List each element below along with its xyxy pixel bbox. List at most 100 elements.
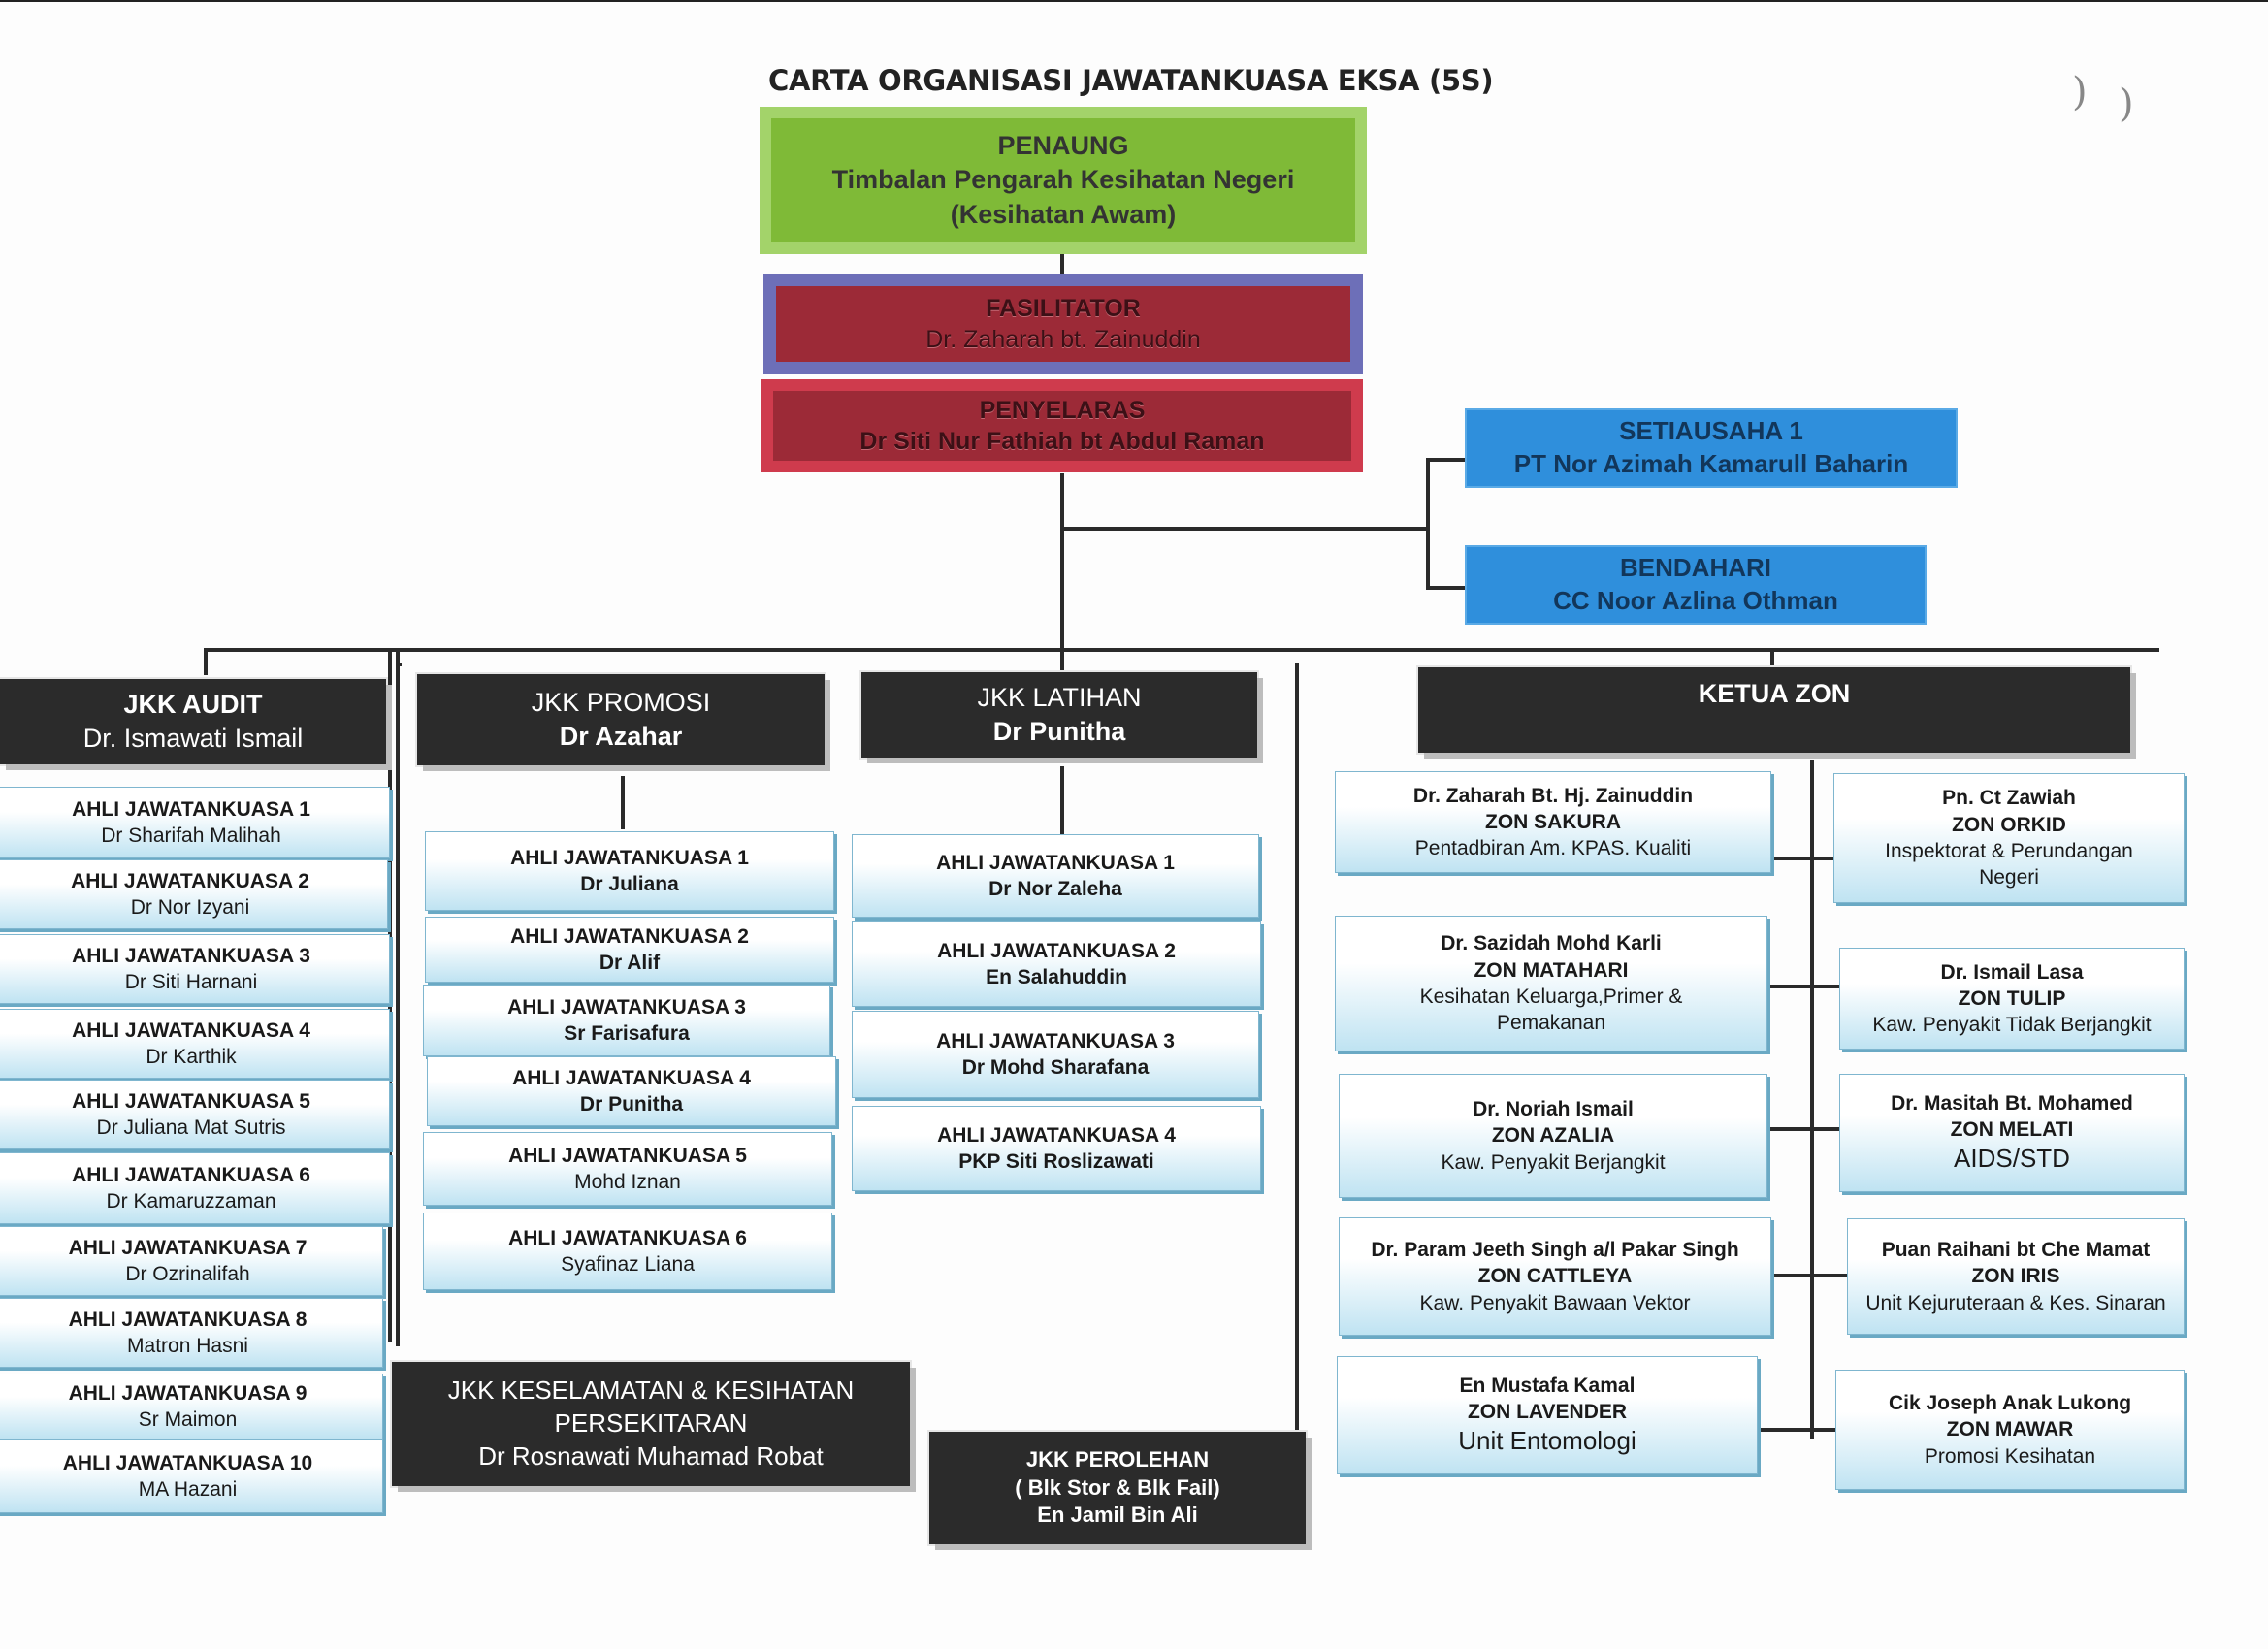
zon-person: Cik Joseph Anak Lukong (1888, 1392, 2132, 1415)
connector-line (388, 648, 392, 1342)
jkk-latihan-head: Dr Punitha (992, 717, 1126, 746)
member-name: Dr Alif (599, 952, 661, 974)
member-role: AHLI JAWATANKUASA 3 (72, 944, 310, 967)
setiausaha-role: SETIAUSAHA 1 (1619, 416, 1803, 446)
member-role: AHLI JAWATANKUASA 1 (72, 797, 310, 821)
jkk-audit-head: Dr. Ismawati Ismail (82, 724, 304, 753)
member-name: Dr Karthik (146, 1046, 237, 1068)
setiausaha-box: SETIAUSAHA 1 PT Nor Azimah Kamarull Baha… (1465, 408, 1958, 488)
connector-line (1060, 254, 1064, 274)
zon-box-matahari: Dr. Sazidah Mohd Karli ZON MATAHARI Kesi… (1335, 916, 1767, 1051)
audit-member: AHLI JAWATANKUASA 7 Dr Ozrinalifah (0, 1226, 383, 1296)
zon-name: ZON MATAHARI (1474, 958, 1629, 982)
connector-line (1295, 663, 1299, 1430)
jkk-keselamatan-line2: PERSEKITARAN (554, 1408, 748, 1439)
zon-person: Dr. Masitah Bt. Mohamed (1891, 1091, 2133, 1115)
zon-unit: Kaw. Penyakit Bawaan Vektor (1419, 1291, 1691, 1314)
member-name: Dr Juliana (580, 873, 679, 895)
promosi-member: AHLI JAWATANKUASA 4 Dr Punitha (427, 1056, 836, 1126)
connector-line (1060, 648, 1064, 675)
penaung-box: PENAUNG Timbalan Pengarah Kesihatan Nege… (760, 107, 1367, 254)
member-name: Dr Ozrinalifah (125, 1263, 250, 1285)
zon-unit-line2: Negeri (1979, 866, 2039, 889)
zon-unit: Kaw. Penyakit Berjangkit (1441, 1150, 1666, 1174)
jkk-audit-box: JKK AUDIT Dr. Ismawati Ismail (0, 679, 386, 764)
zon-name: ZON ORKID (1952, 813, 2066, 836)
connector-line (1770, 648, 1774, 667)
penaung-role: PENAUNG (997, 131, 1129, 161)
member-name: Sr Maimon (138, 1408, 238, 1431)
member-name: Syafinaz Liana (561, 1253, 695, 1276)
jkk-perolehan-head: En Jamil Bin Ali (1037, 1503, 1198, 1528)
member-role: AHLI JAWATANKUASA 3 (507, 995, 746, 1018)
member-role: AHLI JAWATANKUASA 4 (72, 1018, 310, 1042)
member-name: En Salahuddin (986, 966, 1127, 988)
zon-unit: Pentadbiran Am. KPAS. Kualiti (1414, 837, 1692, 860)
zon-name: ZON MAWAR (1946, 1418, 2074, 1441)
zon-person: Dr. Zaharah Bt. Hj. Zainuddin (1412, 784, 1694, 807)
jkk-perolehan-box: JKK PEROLEHAN ( Blk Stor & Blk Fail) En … (929, 1432, 1306, 1544)
member-role: AHLI JAWATANKUASA 4 (937, 1123, 1176, 1147)
member-role: AHLI JAWATANKUASA 5 (508, 1144, 747, 1167)
zon-box-cattleya: Dr. Param Jeeth Singh a/l Pakar Singh ZO… (1339, 1217, 1771, 1336)
audit-member: AHLI JAWATANKUASA 2 Dr Nor Izyani (0, 859, 388, 929)
member-name: Dr Kamaruzzaman (106, 1190, 276, 1212)
main-bus-line (204, 648, 2159, 652)
zon-person: Dr. Param Jeeth Singh a/l Pakar Singh (1371, 1239, 1739, 1262)
member-role: AHLI JAWATANKUASA 9 (68, 1381, 308, 1405)
zon-unit: AIDS/STD (1954, 1144, 2070, 1174)
zon-name: ZON CATTLEYA (1477, 1265, 1633, 1288)
zon-box-mawar: Cik Joseph Anak Lukong ZON MAWAR Promosi… (1835, 1370, 2185, 1490)
zon-person: Dr. Noriah Ismail (1473, 1098, 1634, 1121)
setiausaha-name: PT Nor Azimah Kamarull Baharin (1513, 449, 1909, 478)
member-name: Dr Nor Izyani (130, 896, 250, 919)
zon-person: Dr. Ismail Lasa (1940, 960, 2084, 984)
zon-box-tulip: Dr. Ismail Lasa ZON TULIP Kaw. Penyakit … (1839, 948, 2185, 1050)
zon-unit: Unit Kejuruteraan & Kes. Sinaran (1865, 1291, 2166, 1314)
connector-line (621, 776, 625, 829)
audit-member: AHLI JAWATANKUASA 9 Sr Maimon (0, 1374, 383, 1439)
zon-name: ZON MELATI (1950, 1118, 2074, 1142)
member-role: AHLI JAWATANKUASA 2 (71, 869, 309, 892)
member-name: Mohd Iznan (574, 1171, 681, 1193)
page-border (0, 0, 2268, 2)
jkk-latihan-box: JKK LATIHAN Dr Punitha (861, 672, 1257, 758)
connector-line (1426, 586, 1467, 590)
member-role: AHLI JAWATANKUASA 2 (510, 924, 749, 948)
scan-mark: ) (2072, 70, 2088, 114)
penaung-line1: Timbalan Pengarah Kesihatan Negeri (831, 165, 1295, 195)
zon-box-orkid: Pn. Ct Zawiah ZON ORKID Inspektorat & Pe… (1833, 773, 2185, 903)
member-role: AHLI JAWATANKUASA 4 (512, 1066, 751, 1089)
connector-line (396, 648, 400, 1346)
zon-person: Dr. Sazidah Mohd Karli (1441, 932, 1662, 955)
zon-unit: Kaw. Penyakit Tidak Berjangkit (1872, 1014, 2152, 1037)
zon-name: ZON SAKURA (1485, 810, 1621, 833)
member-name: Dr Mohd Sharafana (961, 1056, 1150, 1079)
fasilitator-name: Dr. Zaharah bt. Zainuddin (925, 326, 1201, 353)
ketua-zon-box: KETUA ZON (1418, 667, 2130, 753)
member-name: Dr Nor Zaleha (988, 878, 1122, 900)
promosi-member: AHLI JAWATANKUASA 5 Mohd Iznan (423, 1132, 832, 1206)
member-name: Dr Juliana Mat Sutris (96, 1116, 286, 1139)
connector-line (396, 663, 402, 666)
connector-line (1771, 857, 1855, 860)
connector-line (1426, 458, 1467, 462)
chart-title: CARTA ORGANISASI JAWATANKUASA EKSA (5S) (768, 64, 1494, 97)
connector-line (1062, 527, 1428, 531)
zon-name: ZON LAVENDER (1467, 1401, 1628, 1424)
member-name: Dr Punitha (579, 1093, 684, 1116)
member-role: AHLI JAWATANKUASA 7 (68, 1236, 308, 1259)
penyelaras-box: PENYELARAS Dr Siti Nur Fathiah bt Abdul … (761, 379, 1363, 472)
zon-person: Puan Raihani bt Che Mamat (1881, 1239, 2151, 1262)
member-role: AHLI JAWATANKUASA 10 (62, 1451, 313, 1474)
jkk-promosi-title: JKK PROMOSI (531, 687, 711, 717)
zon-unit: Unit Entomologi (1458, 1426, 1636, 1456)
jkk-audit-title: JKK AUDIT (123, 689, 263, 719)
member-name: Dr Siti Harnani (124, 971, 258, 993)
bendahari-role: BENDAHARI (1620, 553, 1771, 583)
